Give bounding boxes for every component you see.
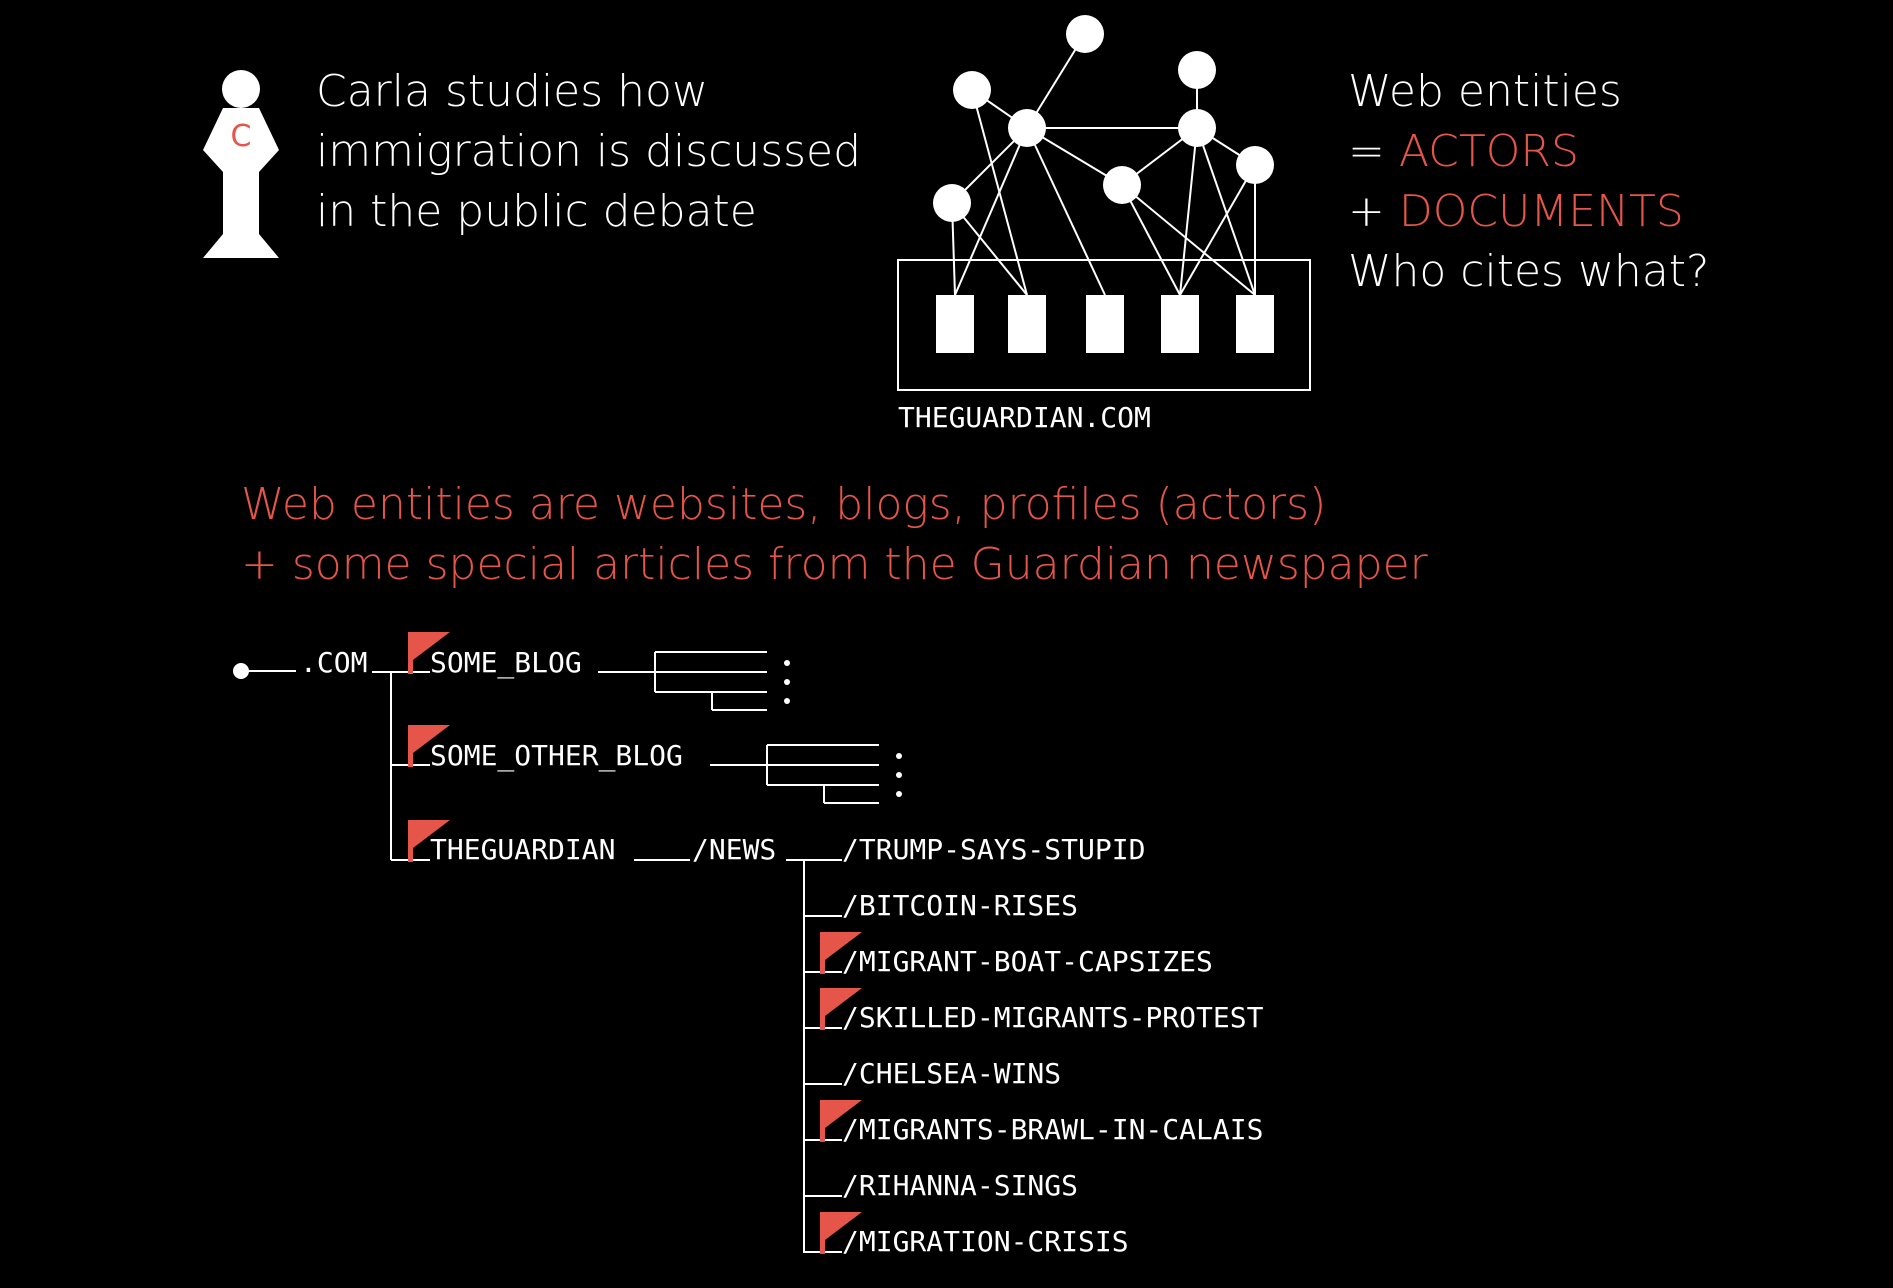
flag-icon: [820, 988, 862, 1030]
article-label: /MIGRATION-CRISIS: [842, 1225, 1129, 1258]
intro-line: in the public debate: [316, 186, 757, 237]
entities-summary: Web entities = ACTORS + DOCUMENTS Who ci…: [1348, 62, 1709, 302]
article-label: /RIHANNA-SINGS: [842, 1169, 1078, 1202]
document-node: [1236, 295, 1274, 353]
flag-icon: [820, 932, 862, 974]
person-badge: C: [231, 119, 252, 154]
document-node: [936, 295, 974, 353]
actor-node: [1178, 51, 1216, 89]
guardian-label: THEGUARDIAN: [430, 833, 615, 866]
actors-line: = ACTORS: [1348, 122, 1709, 182]
blog-label: SOME_BLOG: [430, 646, 582, 680]
ellipsis-icon: [784, 660, 790, 704]
actor-node: [1103, 166, 1141, 204]
actor-node: [1066, 15, 1104, 53]
documents-line: + DOCUMENTS: [1348, 182, 1709, 242]
document-node: [1161, 295, 1199, 353]
actor-node: [1008, 109, 1046, 147]
flag-icon: [820, 1212, 862, 1254]
url-tree: .COM SOME_BLOG SOME_OTHER_BLOG: [233, 632, 902, 1253]
network-nodes: [933, 15, 1274, 353]
intro-line: Carla studies how: [316, 66, 708, 117]
definition-line: + some special articles from the Guardia…: [241, 539, 1428, 590]
actor-node: [953, 71, 991, 109]
actor-node: [1236, 146, 1274, 184]
article-list: /TRUMP-SAYS-STUPID/BITCOIN-RISES/MIGRANT…: [786, 833, 1264, 1258]
flag-icon: [408, 725, 450, 767]
article-label: /BITCOIN-RISES: [842, 889, 1078, 922]
definition-paragraph: Web entities are websites, blogs, profil…: [241, 475, 1428, 595]
flag-icon: [408, 820, 450, 862]
flag-icon: [820, 1100, 862, 1142]
entities-line: Web entities: [1348, 66, 1622, 117]
tld-label: .COM: [300, 646, 367, 679]
document-node: [1086, 295, 1124, 353]
news-section-label: /NEWS: [692, 833, 776, 866]
question-line: Who cites what?: [1348, 246, 1710, 297]
article-label: /TRUMP-SAYS-STUPID: [842, 833, 1145, 866]
blog-label: SOME_OTHER_BLOG: [430, 739, 683, 773]
actor-node: [933, 184, 971, 222]
article-label: /CHELSEA-WINS: [842, 1057, 1061, 1090]
flag-icon: [408, 632, 450, 674]
article-label: /SKILLED-MIGRANTS-PROTEST: [842, 1001, 1264, 1034]
documents-label: DOCUMENTS: [1398, 186, 1684, 237]
intro-line: immigration is discussed: [316, 126, 862, 177]
website-container: [897, 259, 1311, 391]
container-label: THEGUARDIAN.COM: [898, 401, 1151, 434]
ellipsis-icon: [896, 753, 902, 797]
plus-sign: +: [1348, 186, 1399, 237]
person-icon: C: [203, 70, 279, 258]
article-label: /MIGRANTS-BRAWL-IN-CALAIS: [842, 1113, 1263, 1146]
article-label: /MIGRANT-BOAT-CAPSIZES: [842, 945, 1213, 978]
actor-node: [1178, 109, 1216, 147]
intro-paragraph: Carla studies how immigration is discuss…: [316, 62, 861, 242]
document-node: [1008, 295, 1046, 353]
definition-line: Web entities are websites, blogs, profil…: [241, 479, 1327, 530]
actors-label: ACTORS: [1398, 126, 1579, 177]
equals-sign: =: [1348, 126, 1399, 177]
